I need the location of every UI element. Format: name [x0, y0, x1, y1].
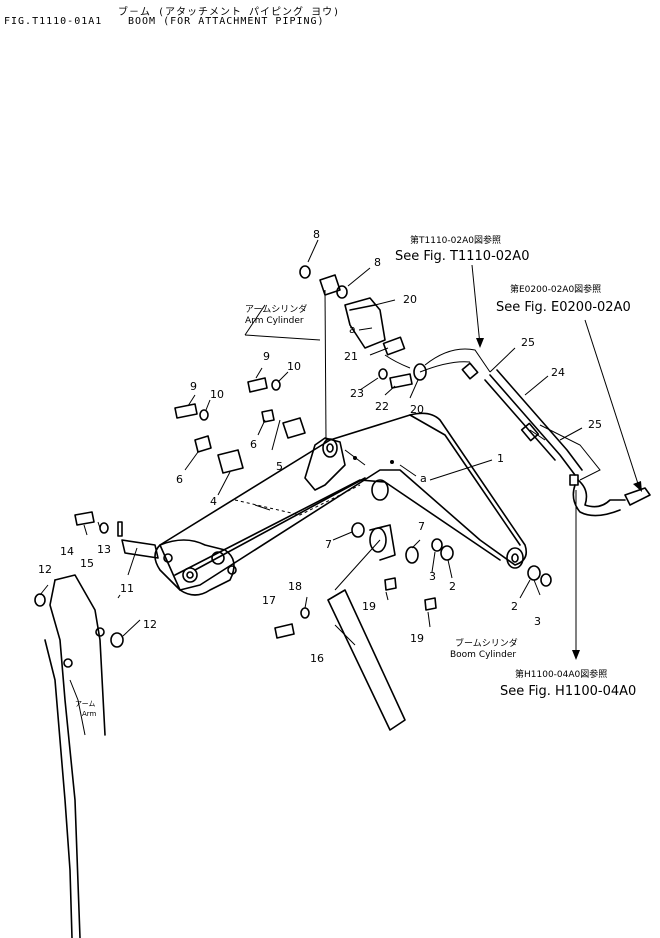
arm-cylinder-bracket: [304, 437, 394, 491]
callout-3: 3: [534, 615, 541, 628]
leader-lines: [39, 239, 642, 660]
boom-cylinder-rod: [327, 539, 406, 731]
marker-a-top: a: [349, 323, 356, 336]
callout-21: 21: [344, 350, 358, 363]
ref-h1100-en: See Fig. H1100-04A0: [500, 684, 636, 699]
callout-8: 8: [313, 228, 320, 241]
boom-cylinder-bracket: [369, 524, 396, 561]
callout-25: 25: [521, 336, 535, 349]
ref-e0200-en: See Fig. E0200-02A0: [496, 300, 631, 315]
callout-10: 10: [287, 360, 301, 373]
callout-18: 18: [288, 580, 302, 593]
component-labels: アームシリンダ Arm Cylinder ブームシリンダ Boom Cylind…: [75, 303, 518, 718]
ref-e0200-jp: 第E0200-02A0図参照: [510, 283, 601, 295]
callout-numbers: 1 2 2 3 3 4 5 6 6 7 7 8 8 9 9 10 10 11 1…: [38, 228, 602, 665]
callout-4: 4: [210, 495, 217, 508]
callout-2: 2: [449, 580, 456, 593]
callout-11: 11: [120, 582, 134, 595]
marker-a-boom: a: [420, 472, 427, 485]
callout-7: 7: [325, 538, 332, 551]
reference-notes: 第T1110-02A0図参照 See Fig. T1110-02A0 第E020…: [395, 234, 636, 699]
arm-en-label: Arm: [82, 710, 97, 718]
arm-jp-label: アーム: [75, 700, 95, 708]
callout-25: 25: [588, 418, 602, 431]
attachment-piping: [419, 348, 651, 517]
arm-outline: [44, 574, 106, 938]
callout-15: 15: [80, 557, 94, 570]
callout-6: 6: [176, 473, 183, 486]
arm-cylinder-en-label: Arm Cylinder: [245, 316, 304, 326]
boom-cylinder-jp-label: ブームシリンダ: [455, 637, 518, 649]
figure-number: FIG.T1110-01A1: [4, 16, 103, 27]
callout-24: 24: [551, 366, 565, 379]
callout-2: 2: [511, 600, 518, 613]
callout-22: 22: [375, 400, 389, 413]
callout-3: 3: [429, 570, 436, 583]
callout-16: 16: [310, 652, 324, 665]
ref-t1110-jp: 第T1110-02A0図参照: [410, 234, 501, 246]
callout-8: 8: [374, 256, 381, 269]
a-markers: a a: [349, 323, 427, 485]
callout-9: 9: [263, 350, 270, 363]
callout-12: 12: [143, 618, 157, 631]
callout-19: 19: [410, 632, 424, 645]
boom-foot: [154, 539, 237, 596]
callout-10: 10: [210, 388, 224, 401]
callout-19: 19: [362, 600, 376, 613]
callout-14: 14: [60, 545, 74, 558]
figure-title: BOOM (FOR ATTACHMENT PIPING): [128, 16, 325, 27]
callout-7: 7: [418, 520, 425, 533]
jp-title: ブ－ム (アタッチメント パイピング ヨウ): [118, 7, 341, 18]
callout-12: 12: [38, 563, 52, 576]
ref-h1100-jp: 第H1100-04A0図参照: [515, 668, 607, 680]
ref-t1110-en: See Fig. T1110-02A0: [395, 249, 529, 264]
callout-17: 17: [262, 594, 276, 607]
callout-5: 5: [276, 460, 283, 473]
boom-cylinder-en-label: Boom Cylinder: [450, 650, 516, 660]
callout-1: 1: [497, 452, 504, 465]
callout-20: 20: [403, 293, 417, 306]
callout-23: 23: [350, 387, 364, 400]
callout-9: 9: [190, 380, 197, 393]
callout-20: 20: [410, 403, 424, 416]
clamp-block: [344, 297, 427, 381]
callout-13: 13: [97, 543, 111, 556]
callout-6: 6: [250, 438, 257, 451]
arm-cylinder-jp-label: アームシリンダ: [245, 303, 307, 315]
